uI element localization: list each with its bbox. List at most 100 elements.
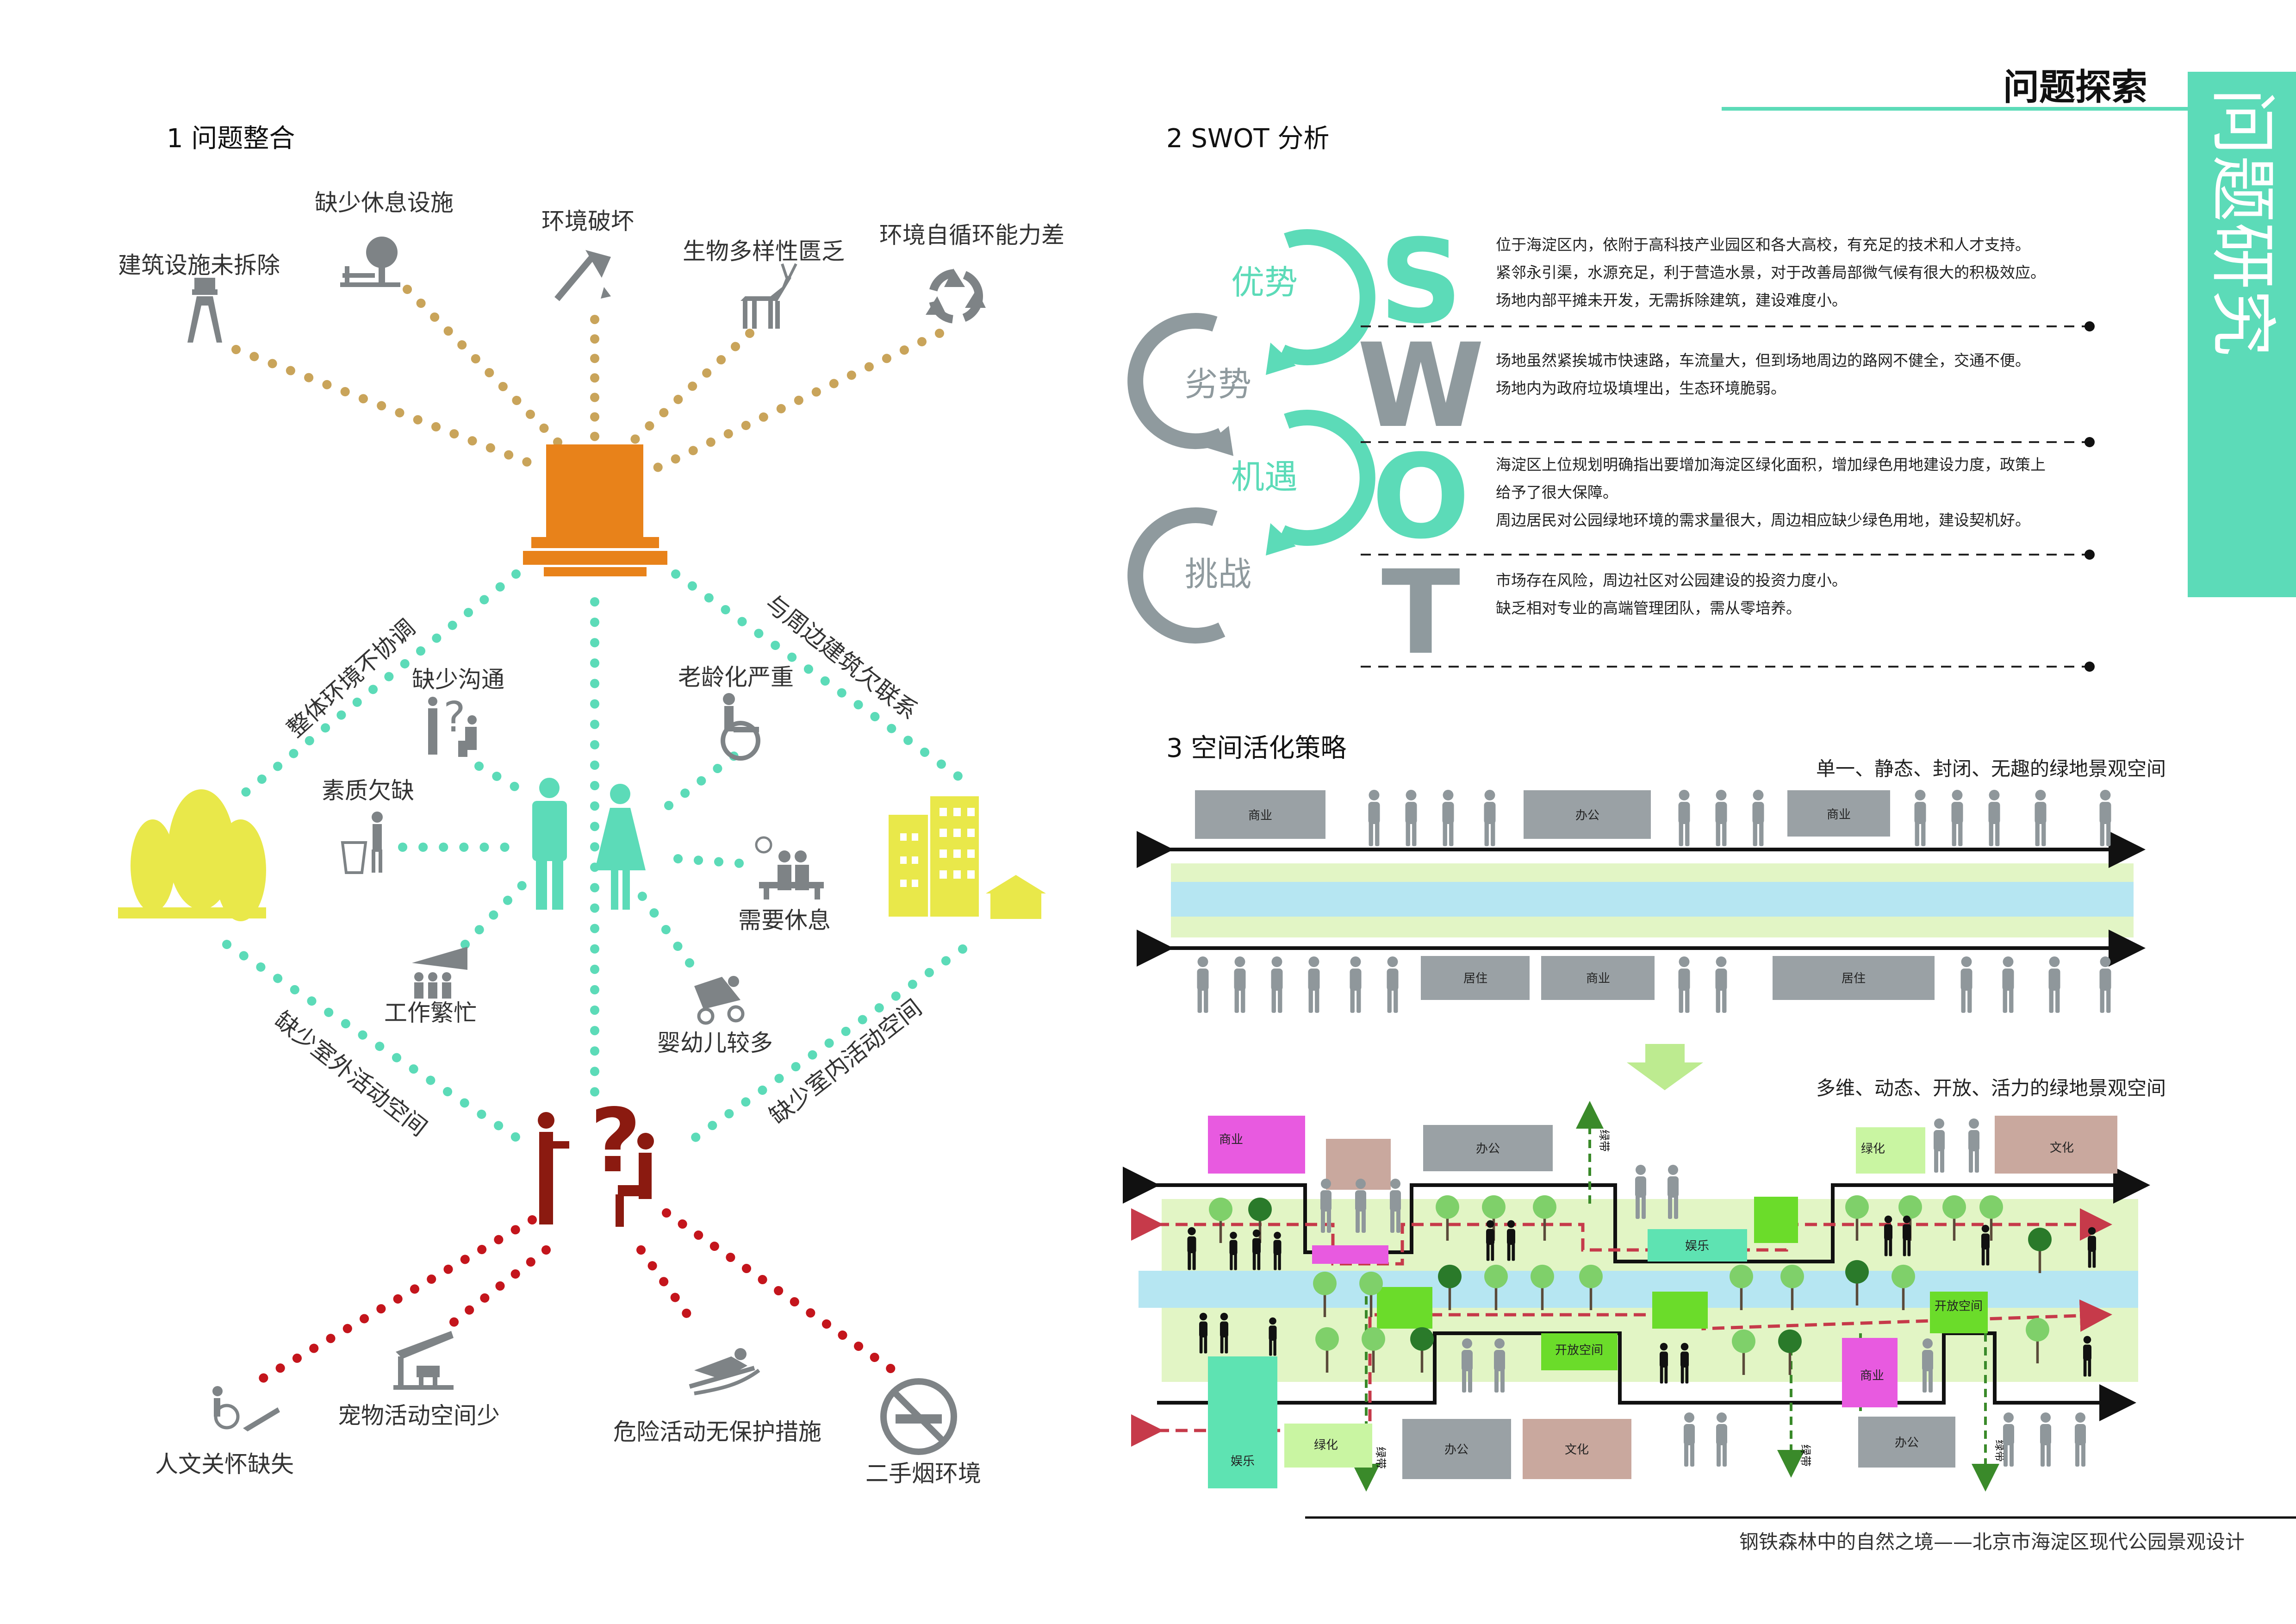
top-box-label-2: 办公	[1575, 809, 1599, 823]
swot-dividers	[1361, 325, 2087, 668]
top-box-label-5: 商业	[1586, 972, 1610, 986]
section-1: 1 问题整合	[118, 124, 1064, 1487]
swot-letter-o: O	[1372, 430, 1470, 564]
box-label-entertain-b: 娱乐	[1231, 1455, 1255, 1468]
header-title: 问题探索	[2003, 67, 2147, 108]
section-3: 3 空间活化策略 单一、静态、封闭、无趣的绿地景观空间 商业	[1123, 733, 2166, 1492]
swot-t-line2: 缺乏相对专业的高端管理团队，需从零培养。	[1496, 599, 1801, 617]
top-box-label-3: 商业	[1827, 808, 1851, 822]
bottom-caption: 多维、动态、开放、活力的绿地景观空间	[1816, 1077, 2166, 1099]
box-label-office-b: 办公	[1444, 1443, 1468, 1457]
box-label-commerce-a: 商业	[1219, 1133, 1243, 1147]
header: 问题探索	[1722, 67, 2194, 111]
label-quality: 素质欠缺	[322, 777, 414, 804]
box-entertain-a	[1648, 1229, 1747, 1262]
box-label-culture-b: 文化	[1565, 1443, 1589, 1457]
box-green-e	[1754, 1197, 1798, 1243]
box-commerce-b	[1842, 1338, 1898, 1407]
section-2-title: 2 SWOT 分析	[1166, 124, 1329, 154]
cycle-arc-weakness	[1127, 313, 1226, 450]
recycle-icon	[926, 269, 986, 324]
watch-tower-icon	[187, 278, 222, 343]
cycle-arrowheads	[1203, 343, 1296, 556]
swot-s-line1: 位于海淀区内，依附于高科技产业园区和各大高校，有充足的技术和人才支持。	[1496, 236, 2030, 254]
top-box-residential-2	[1773, 956, 1935, 1000]
swot-w-line2: 场地内为政府垃圾填埋出，生态环境脆弱。	[1496, 379, 1786, 397]
swot-o-line1: 海淀区上位规划明确指出要增加海淀区绿化面积，增加绿色用地建设力度，政策上	[1496, 456, 2046, 474]
top-box-commerce-2	[1787, 790, 1890, 837]
box-label-commerce-b: 商业	[1860, 1369, 1884, 1383]
label-outdoor-space: 缺少室外活动空间	[270, 1006, 432, 1142]
top-box-labels: 商业 办公 商业 居住 商业 居住	[1248, 808, 1866, 986]
box-entertain-b	[1208, 1356, 1277, 1488]
top-diagram: 商业 办公 商业 居住 商业 居住	[1137, 790, 2146, 1013]
rest-icon	[755, 836, 824, 899]
swot-letters: S W O T	[1357, 214, 1485, 680]
cycle-label-threat: 挑战	[1185, 555, 1251, 593]
side-tab: 问题研究	[2188, 72, 2296, 597]
transform-arrow-icon	[1627, 1044, 1703, 1090]
cycle-label-opportunity: 机遇	[1231, 457, 1298, 496]
label-biodiversity: 生物多样性匮乏	[683, 238, 845, 265]
top-box-office	[1524, 790, 1651, 839]
wheelchair-icon	[721, 693, 760, 761]
green-belt-label-1: 绿带	[1598, 1130, 1611, 1152]
small-communication-icon: ?	[428, 693, 477, 757]
green-belt-label-3: 绿带	[1799, 1444, 1812, 1467]
bottom-fan-connectors	[252, 1208, 898, 1387]
label-aging: 老龄化严重	[678, 664, 794, 691]
top-box-residential-1	[1421, 956, 1530, 1000]
box-label-entertain-a: 娱乐	[1685, 1239, 1709, 1253]
box-office-c	[1858, 1417, 1955, 1468]
footer-text: 钢铁森林中的自然之境——北京市海淀区现代公园景观设计	[1739, 1530, 2245, 1553]
label-demolish: 建筑设施未拆除	[118, 252, 280, 279]
footer: 钢铁森林中的自然之境——北京市海淀区现代公园景观设计	[1305, 1516, 2296, 1553]
label-need-rest: 需要休息	[738, 907, 831, 934]
section-3-title: 3 空间活化策略	[1166, 733, 1346, 763]
litter-icon	[341, 812, 383, 874]
swot-o-line2: 给予了很大保障。	[1496, 483, 1618, 501]
danger-slip-icon	[689, 1348, 760, 1395]
top-fan-connectors	[231, 285, 944, 475]
yellow-trees-icon	[118, 789, 266, 921]
bottom-boxes	[1208, 1116, 2117, 1488]
top-box-label-4: 居住	[1463, 972, 1487, 986]
box-culture-b	[1523, 1419, 1631, 1479]
cycle-label-strength: 优势	[1231, 263, 1298, 302]
side-tab-bg	[2188, 72, 2296, 597]
label-env-uncoordinated: 整体环境不协调	[282, 614, 420, 743]
pet-shelter-icon	[393, 1331, 454, 1390]
top-water-band	[1171, 882, 2134, 917]
box-open-b	[1930, 1292, 1988, 1333]
stroller-icon	[694, 976, 745, 1025]
cycle-label-weakness: 劣势	[1185, 365, 1251, 404]
box-open-a	[1541, 1333, 1618, 1370]
box-label-office-c: 办公	[1895, 1436, 1919, 1450]
label-busy-work: 工作繁忙	[384, 999, 477, 1026]
cycle-arc-opportunity	[1278, 410, 1375, 546]
cycle-labels: 优势 劣势 机遇 挑战	[1185, 263, 1298, 593]
people-icon	[532, 778, 646, 910]
top-box-commerce-3	[1541, 956, 1655, 1000]
box-label-greening-b: 绿化	[1314, 1438, 1338, 1452]
box-label-office-a: 办公	[1476, 1142, 1500, 1156]
label-surrounding: 与周边建筑欠联系	[760, 590, 923, 725]
cycle-arc-strength	[1278, 229, 1375, 366]
swot-cycle	[1127, 229, 1375, 644]
label-rest-facilities: 缺少休息设施	[315, 189, 454, 216]
label-env-damage: 环境破坏	[541, 208, 634, 235]
gray-icons: ?	[187, 237, 986, 1455]
label-indoor-space: 缺少室内活动空间	[765, 994, 927, 1129]
swot-letter-w: W	[1357, 319, 1485, 453]
box-office-b	[1402, 1419, 1511, 1479]
box-label-greening-a: 绿化	[1861, 1142, 1885, 1156]
side-tab-label: 问题研究	[2203, 88, 2281, 356]
building-windows	[900, 808, 975, 887]
box-greening-b	[1284, 1424, 1372, 1468]
communication-icon: ?	[538, 1090, 654, 1227]
bottom-box-labels: 商业 办公 绿化 文化 娱乐 开放空间 开放空间 商业 娱乐 绿化 办公 文化 …	[1219, 1133, 2074, 1468]
box-label-open-a: 开放空间	[1555, 1343, 1603, 1357]
no-smoking-icon	[880, 1378, 957, 1455]
